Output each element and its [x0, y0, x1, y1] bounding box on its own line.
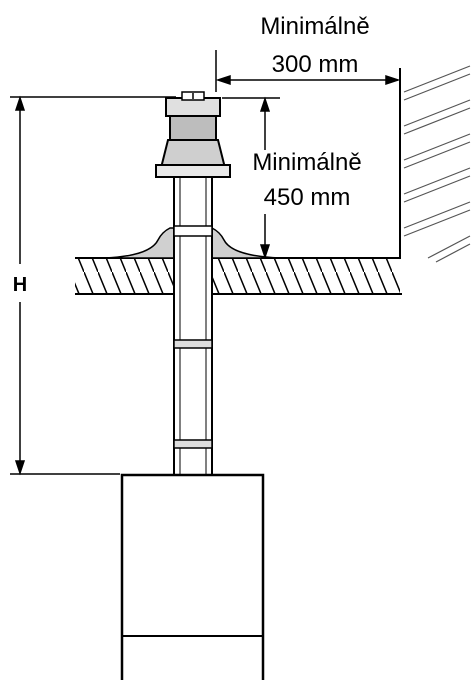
height-label: H — [13, 274, 27, 296]
wall-clearance-label-line1: Minimálně — [260, 13, 369, 40]
flue-pipe — [173, 174, 213, 476]
wall — [399, 65, 471, 263]
wall-clearance-label-line2: 300 mm — [272, 51, 359, 78]
height-dimension — [10, 95, 176, 476]
wall-clearance-dimension — [215, 50, 401, 92]
boiler-unit — [120, 473, 265, 680]
roof-clearance-label-line1: Minimálně — [252, 149, 361, 176]
roof-slab — [75, 255, 402, 295]
flue-terminal — [155, 91, 231, 178]
roof-clearance-label-line2: 450 mm — [264, 184, 351, 211]
